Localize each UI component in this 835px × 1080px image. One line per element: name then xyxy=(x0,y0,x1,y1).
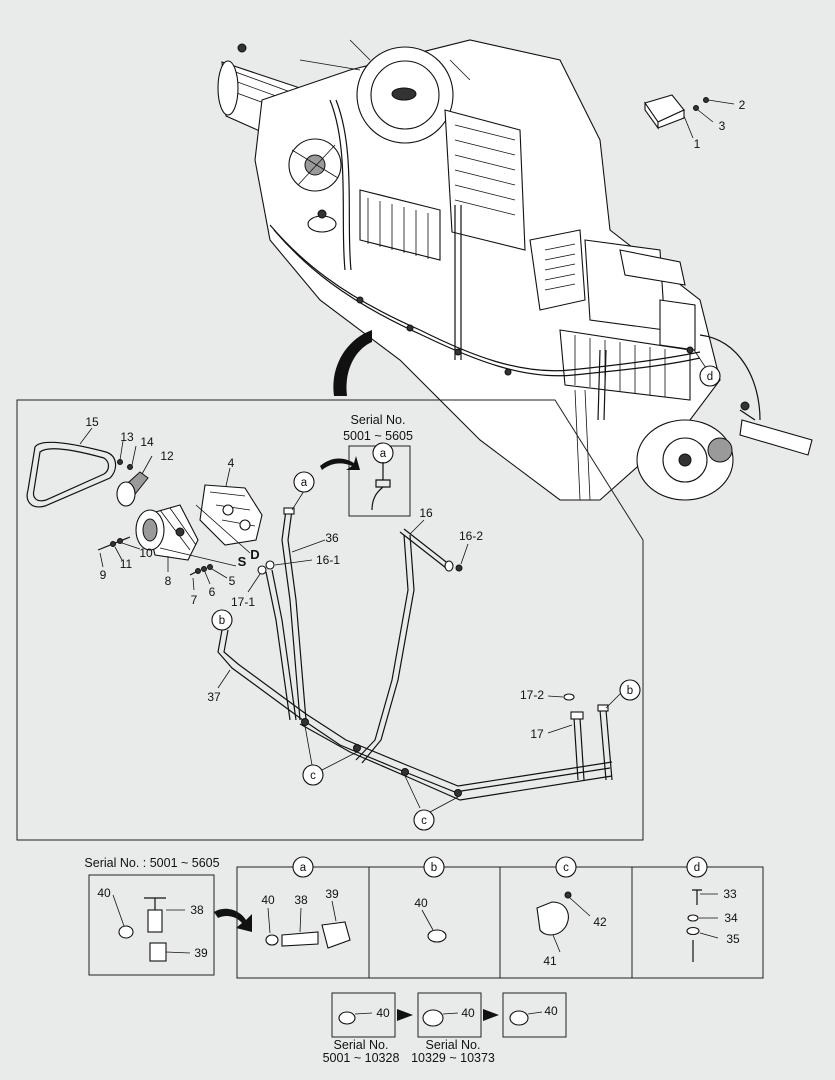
arrow-right-2 xyxy=(483,1009,499,1021)
label-5: 5 xyxy=(229,574,236,588)
bottom-serial-1-title: Serial No. xyxy=(334,1038,389,1052)
callout-d-engine: d xyxy=(699,365,721,387)
svg-text:b: b xyxy=(431,862,437,874)
inset-serial-range: 5001 ~ 5605 xyxy=(343,429,413,443)
valve-assembly-old xyxy=(112,894,191,962)
label-42: 42 xyxy=(593,915,607,929)
header-d: d xyxy=(686,856,708,878)
zoom-arrow xyxy=(333,330,372,396)
detail-a-parts xyxy=(265,900,351,949)
callout-c-right: c xyxy=(413,809,435,831)
callout-c-left: c xyxy=(302,764,324,786)
lower-serial-label: Serial No. : 5001 ~ 5605 xyxy=(84,856,219,870)
svg-text:b: b xyxy=(219,615,225,627)
label-38-old: 38 xyxy=(190,903,204,917)
label-38-a: 38 xyxy=(294,893,308,907)
label-9: 9 xyxy=(100,568,107,582)
label-39-a: 39 xyxy=(325,887,339,901)
bottom-serial-1-range: 5001 ~ 10328 xyxy=(323,1051,400,1065)
clamp-box-1 xyxy=(331,992,396,1038)
label-13: 13 xyxy=(120,430,134,444)
svg-text:d: d xyxy=(707,371,713,383)
label-16: 16 xyxy=(419,506,433,520)
hose-17 xyxy=(547,691,623,781)
label-40-a: 40 xyxy=(261,893,275,907)
label-10: 10 xyxy=(139,546,153,560)
detail-c-clip xyxy=(536,891,591,953)
label-35: 35 xyxy=(726,932,740,946)
detail-panel xyxy=(16,399,644,841)
label-37: 37 xyxy=(207,690,221,704)
label-12: 12 xyxy=(160,449,174,463)
svg-text:b: b xyxy=(627,685,633,697)
label-8: 8 xyxy=(165,574,172,588)
port-s: S xyxy=(238,554,247,569)
bracket-bolts xyxy=(189,564,228,591)
header-c: c xyxy=(555,856,577,878)
compressor-bolt xyxy=(97,536,141,568)
label-3: 3 xyxy=(719,119,726,133)
hose-16 xyxy=(355,519,454,764)
label-16-1: 16-1 xyxy=(316,553,340,567)
inset-serial-title: Serial No. xyxy=(351,413,406,427)
hose-36 xyxy=(265,507,326,721)
label-40-b1: 40 xyxy=(376,1006,390,1020)
drive-belt xyxy=(26,427,117,508)
bottom-serial-2-range: 10329 ~ 10373 xyxy=(411,1051,495,1065)
label-1: 1 xyxy=(694,137,701,151)
port-d: D xyxy=(250,547,259,562)
arrow-right-1 xyxy=(397,1009,413,1021)
svg-text:c: c xyxy=(563,862,569,874)
label-4: 4 xyxy=(228,456,235,470)
label-17-1: 17-1 xyxy=(231,595,255,609)
label-11: 11 xyxy=(120,557,133,571)
label-36: 36 xyxy=(325,531,339,545)
label-17-2: 17-2 xyxy=(520,688,544,702)
label-2: 2 xyxy=(739,98,746,112)
sensor-module xyxy=(644,94,735,139)
hose-37 xyxy=(217,629,613,813)
callout-b-right: b xyxy=(619,679,641,701)
svg-text:a: a xyxy=(301,477,308,489)
callout-a-panel: a xyxy=(293,471,315,493)
label-41: 41 xyxy=(543,954,557,968)
label-40-b3: 40 xyxy=(544,1004,558,1018)
callout-a-inset: a xyxy=(372,442,394,464)
detail-b-clamp xyxy=(421,909,447,943)
label-40-b: 40 xyxy=(414,896,428,910)
engine-assembly xyxy=(217,39,813,501)
svg-text:a: a xyxy=(300,862,307,874)
svg-text:d: d xyxy=(694,862,700,874)
label-33: 33 xyxy=(723,887,737,901)
ac-compressor xyxy=(135,504,199,572)
callout-b-left: b xyxy=(211,609,233,631)
label-14: 14 xyxy=(140,435,154,449)
label-40-old: 40 xyxy=(97,886,111,900)
lower-left-box xyxy=(88,874,215,976)
label-17: 17 xyxy=(530,727,544,741)
hose-fittings xyxy=(247,559,313,593)
idler-pulley xyxy=(116,440,153,507)
header-a: a xyxy=(292,856,314,878)
label-40-b2: 40 xyxy=(461,1006,475,1020)
label-7: 7 xyxy=(191,593,198,607)
label-39-old: 39 xyxy=(194,946,208,960)
label-15: 15 xyxy=(85,415,99,429)
label-34: 34 xyxy=(724,911,738,925)
header-b: b xyxy=(423,856,445,878)
bottom-serial-2-title: Serial No. xyxy=(426,1038,481,1052)
label-16-2: 16-2 xyxy=(459,529,483,543)
svg-text:c: c xyxy=(310,770,316,782)
clamp-box-3 xyxy=(502,992,567,1038)
detail-d-fasteners xyxy=(686,889,719,962)
compressor-bracket xyxy=(199,467,263,546)
svg-text:a: a xyxy=(380,448,387,460)
svg-text:c: c xyxy=(421,815,427,827)
clamp-box-2 xyxy=(417,992,482,1038)
label-6: 6 xyxy=(209,585,216,599)
